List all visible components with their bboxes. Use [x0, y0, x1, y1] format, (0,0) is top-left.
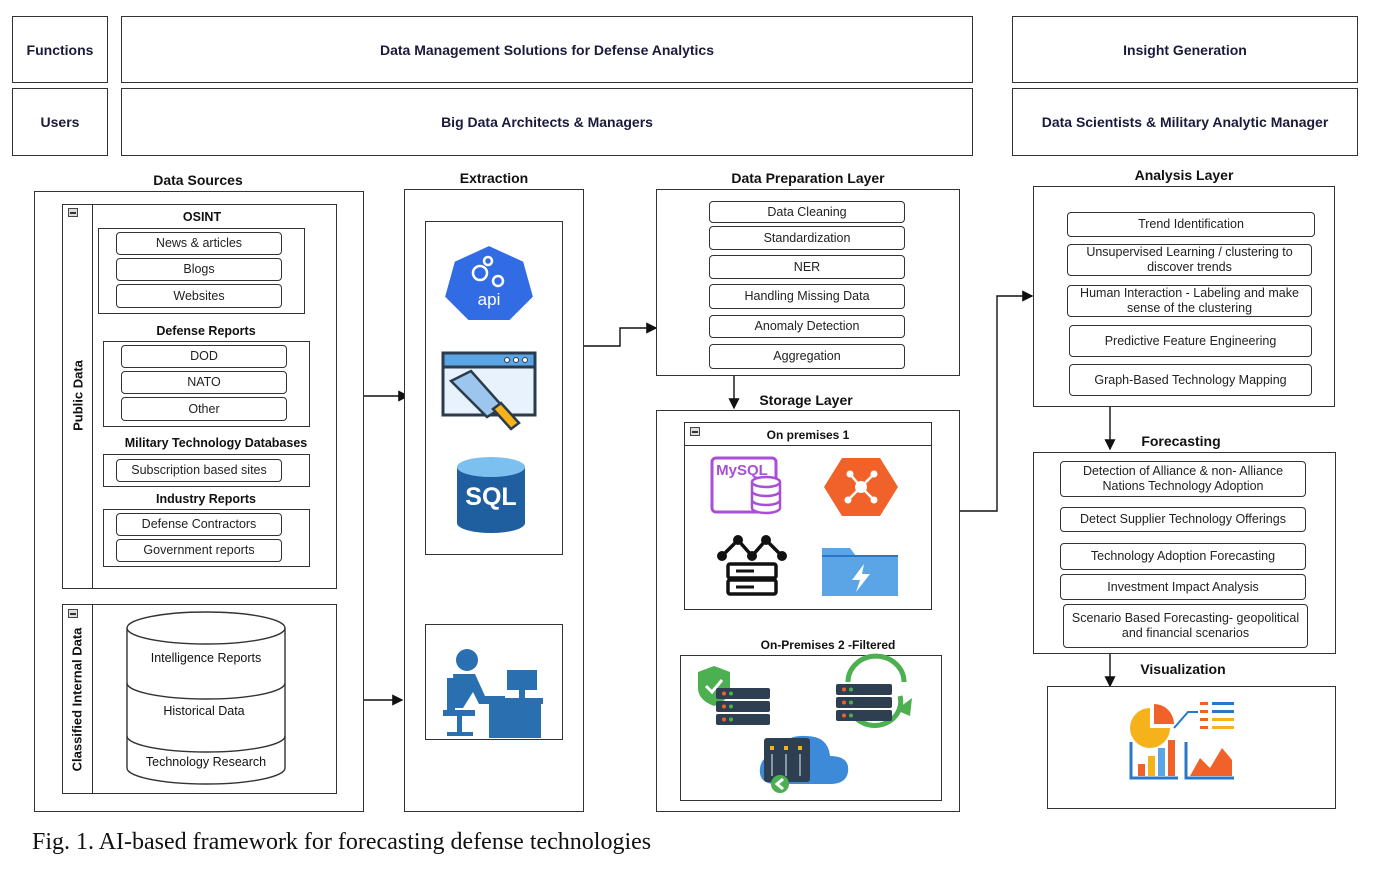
- forecast-item-alliance: Detection of Alliance & non- Alliance Na…: [1060, 461, 1306, 497]
- analysis-item-predictive: Predictive Feature Engineering: [1069, 325, 1312, 357]
- users-right-text: Data Scientists & Military Analytic Mana…: [1041, 114, 1329, 130]
- classified-data-sidebar: [62, 604, 93, 794]
- osint-item-blogs: Blogs: [116, 258, 282, 281]
- classified-data-label: Classified Internal Data: [69, 627, 85, 772]
- api-label: api: [477, 290, 501, 309]
- military-db-title: Military Technology Databases: [124, 436, 308, 450]
- collapse-icon[interactable]: [68, 609, 78, 618]
- forecast-item-investment: Investment Impact Analysis: [1060, 574, 1306, 600]
- osint-title: OSINT: [182, 210, 222, 224]
- functions-main-text: Data Management Solutions for Defense An…: [380, 41, 714, 58]
- graph-database-icon: [824, 458, 898, 516]
- defense-reports-title: Defense Reports: [156, 324, 256, 338]
- users-main-text: Big Data Architects & Managers: [441, 114, 653, 130]
- industry-item-government: Government reports: [116, 539, 282, 562]
- arrow-storage-to-analysis: [960, 290, 1034, 512]
- analysis-item-clustering: Unsupervised Learning / clustering to di…: [1067, 244, 1312, 276]
- database-cylinder-stack-icon: [126, 611, 286, 785]
- collapse-icon[interactable]: [68, 208, 78, 217]
- server-network-icon: [717, 535, 787, 596]
- prep-item-missing: Handling Missing Data: [709, 284, 905, 309]
- industry-item-contractors: Defense Contractors: [116, 513, 282, 536]
- public-data-sidebar: [62, 204, 93, 589]
- analysis-title: Analysis Layer: [1134, 167, 1234, 183]
- forecast-item-adoption: Technology Adoption Forecasting: [1060, 543, 1306, 570]
- storage-title: Storage Layer: [759, 392, 853, 408]
- visualization-title: Visualization: [1140, 661, 1226, 677]
- functions-label: Functions: [26, 41, 94, 58]
- public-data-label: Public Data: [70, 360, 86, 431]
- mysql-icon: [710, 456, 782, 515]
- on-premises-1-title: On premises 1: [766, 428, 850, 442]
- secure-server-icon: [698, 666, 770, 725]
- server-sync-icon: [836, 653, 912, 728]
- cloud-server-icon: [759, 735, 849, 793]
- api-icon: [442, 243, 536, 322]
- functions-label-box: Functions: [12, 16, 108, 83]
- users-main-box: Big Data Architects & Managers: [121, 88, 973, 156]
- defense-item-nato: NATO: [121, 371, 287, 394]
- sql-database-icon: [457, 457, 525, 533]
- prep-item-aggregation: Aggregation: [709, 344, 905, 369]
- data-preparation-title: Data Preparation Layer: [731, 170, 885, 186]
- analysis-item-graph: Graph-Based Technology Mapping: [1069, 364, 1312, 396]
- prep-item-standardization: Standardization: [709, 226, 905, 250]
- on-premises-1-header: [684, 422, 932, 446]
- collapse-icon[interactable]: [690, 427, 700, 436]
- sql-label: SQL: [465, 483, 517, 511]
- defense-item-dod: DOD: [121, 345, 287, 368]
- functions-right-box: Insight Generation: [1012, 16, 1358, 83]
- analysis-item-human: Human Interaction - Labeling and make se…: [1067, 285, 1312, 317]
- forecasting-title: Forecasting: [1141, 433, 1221, 449]
- web-scraping-icon: [441, 351, 537, 431]
- prep-item-ner: NER: [709, 255, 905, 279]
- industry-reports-title: Industry Reports: [155, 492, 256, 506]
- classified-item-intelligence: Intelligence Reports: [150, 651, 262, 665]
- osint-item-websites: Websites: [116, 284, 282, 308]
- functions-right-text: Insight Generation: [1123, 41, 1247, 58]
- military-db-item-subscription: Subscription based sites: [116, 459, 282, 482]
- arrow-extraction-to-preparation: [584, 322, 658, 347]
- functions-main-box: Data Management Solutions for Defense An…: [121, 16, 973, 83]
- users-right-box: Data Scientists & Military Analytic Mana…: [1012, 88, 1358, 156]
- data-sources-title: Data Sources: [153, 172, 243, 188]
- users-label-box: Users: [12, 88, 108, 156]
- analytics-charts-icon: [1129, 702, 1234, 780]
- prep-item-anomaly: Anomaly Detection: [709, 315, 905, 338]
- classified-item-historical: Historical Data: [163, 704, 245, 718]
- manual-entry-worker-icon: [443, 649, 543, 738]
- forecast-item-supplier: Detect Supplier Technology Offerings: [1060, 507, 1306, 532]
- osint-item-news: News & articles: [116, 232, 282, 255]
- extraction-title: Extraction: [459, 170, 529, 186]
- analysis-item-trend: Trend Identification: [1067, 212, 1315, 237]
- on-premises-2-title: On-Premises 2 -Filtered: [760, 638, 896, 652]
- defense-item-other: Other: [121, 397, 287, 421]
- users-label: Users: [40, 114, 80, 130]
- classified-item-research: Technology Research: [145, 755, 267, 769]
- visualization-box: [1047, 686, 1336, 809]
- mysql-label: MySQL: [716, 462, 768, 479]
- folder-lightning-icon: [822, 548, 898, 596]
- prep-item-cleaning: Data Cleaning: [709, 201, 905, 223]
- forecast-item-scenario: Scenario Based Forecasting- geopolitical…: [1063, 604, 1308, 648]
- figure-caption: Fig. 1. AI-based framework for forecasti…: [32, 829, 652, 855]
